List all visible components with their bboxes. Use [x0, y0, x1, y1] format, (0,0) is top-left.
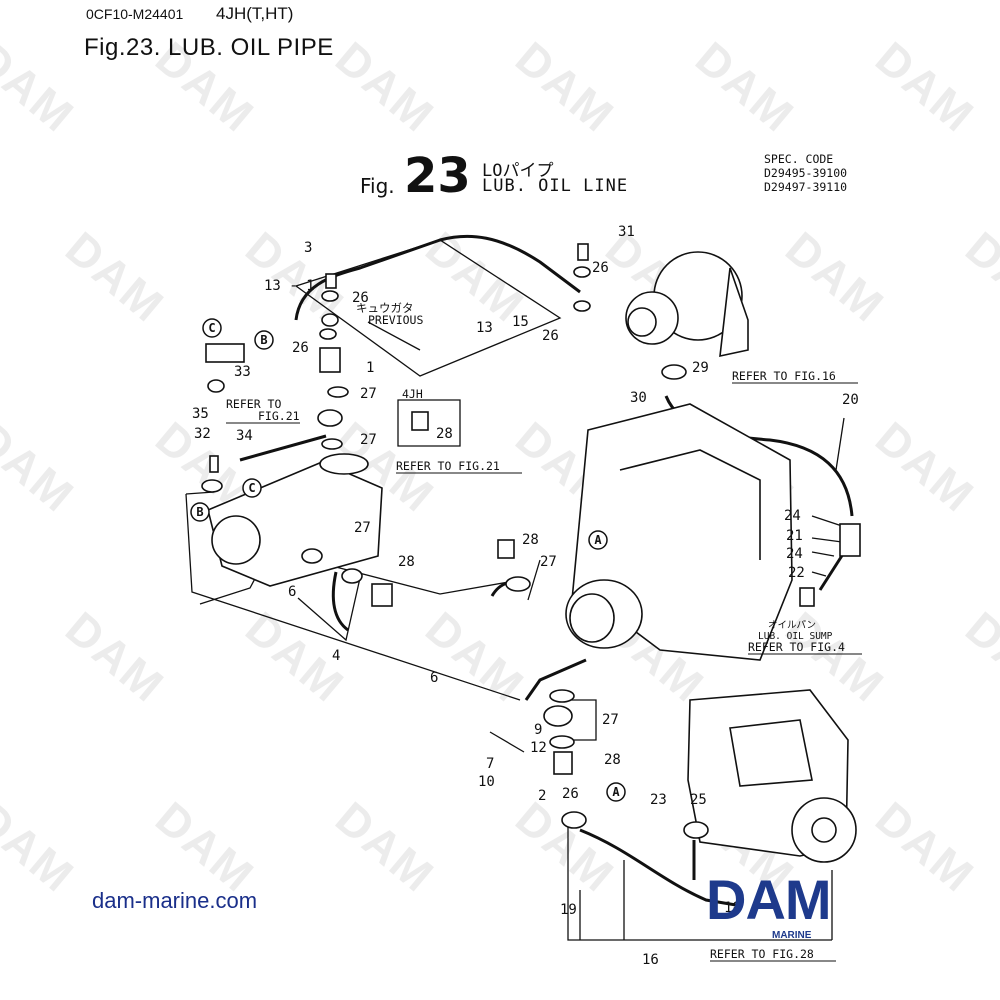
note-lub-oil-sump: LUB. OIL SUMP: [758, 631, 833, 642]
marker-b-bottom: B: [196, 505, 203, 519]
callout-26-a: 26: [352, 290, 369, 306]
callout-15: 15: [512, 314, 529, 330]
spec-code-1: D29495-39100: [764, 166, 848, 180]
callout-7: 7: [486, 756, 494, 772]
callout-32: 32: [194, 426, 211, 442]
note-4jh: 4JH: [402, 387, 423, 401]
callout-16: 16: [642, 952, 659, 968]
note-refer-fig21-bottom: FIG.21: [258, 409, 300, 423]
callout-34: 34: [236, 428, 253, 444]
callout-13-1: 13 - 1: [264, 278, 315, 294]
part-callouts: 3 13 - 1 26 26 1 33 27 27 28 35 32 34 13…: [192, 224, 859, 968]
callout-4: 4: [332, 648, 340, 664]
note-refer-fig28: REFER TO FIG.28: [710, 947, 814, 961]
callout-18: 18: [724, 900, 741, 916]
marker-c-top: C: [208, 321, 215, 335]
figure-title-jp: LOパイプ: [482, 161, 554, 181]
page-title: Fig.23. LUB. OIL PIPE: [84, 34, 334, 61]
callout-23: 23: [650, 792, 667, 808]
callout-9: 9: [534, 722, 542, 738]
note-previous: PREVIOUS: [368, 313, 423, 327]
engine-model: 4JH(T,HT): [216, 4, 294, 23]
callout-24-b: 24: [786, 546, 803, 562]
callout-26-c: 26: [542, 328, 559, 344]
callout-3: 3: [304, 240, 312, 256]
callout-30: 30: [630, 390, 647, 406]
marker-a-top: A: [594, 533, 602, 547]
callout-27-b: 27: [360, 432, 377, 448]
note-refer-fig4: REFER TO FIG.4: [748, 640, 845, 654]
component-shapes: [201, 243, 861, 863]
annotation-underlines: [226, 382, 862, 962]
callout-6-a: 6: [288, 584, 296, 600]
note-oil-pan-jp: オイルパン: [768, 620, 816, 631]
marker-b-top: B: [260, 333, 267, 347]
callout-26-e: 26: [562, 786, 579, 802]
callout-27-d: 27: [540, 554, 557, 570]
marker-a-bottom: A: [612, 785, 620, 799]
callout-29: 29: [692, 360, 709, 376]
marker-letters: C B B C A A: [196, 321, 620, 799]
callout-12: 12: [530, 740, 547, 756]
note-refer-fig21-top: REFER TO: [226, 397, 281, 411]
leader-lines: [185, 239, 849, 941]
figure-number: 23: [404, 148, 471, 204]
callout-35: 35: [192, 406, 209, 422]
note-refer-fig16: REFER TO FIG.16: [732, 369, 836, 383]
callout-1: 1: [366, 360, 374, 376]
callout-25: 25: [690, 792, 707, 808]
callout-6-b: 6: [430, 670, 438, 686]
callout-27-c: 27: [354, 520, 371, 536]
note-refer-fig21-b: REFER TO FIG.21: [396, 459, 500, 473]
figure-title-en: LUB. OIL LINE: [482, 176, 629, 196]
callout-28-c: 28: [522, 532, 539, 548]
document-code: 0CF10-M24401: [86, 6, 184, 22]
logo-main-text: DAM: [706, 868, 832, 931]
callout-20: 20: [842, 392, 859, 408]
spec-code-label: SPEC. CODE: [764, 152, 834, 166]
note-kyugata: キュウガタ: [356, 301, 414, 315]
callout-31: 31: [618, 224, 635, 240]
logo-sub-text: MARINE: [772, 930, 812, 941]
callout-33: 33: [234, 364, 251, 380]
figure-prefix: Fig.: [360, 174, 395, 198]
dam-marine-logo: DAM MARINE: [706, 868, 884, 942]
spec-code-2: D29497-39110: [764, 180, 848, 194]
callout-2: 2: [538, 788, 546, 804]
callout-24-a: 24: [784, 508, 801, 524]
callout-26-d: 26: [592, 260, 609, 276]
annotations: キュウガタ PREVIOUS 4JH REFER TO FIG.16 REFER…: [226, 301, 845, 961]
callout-27-a: 27: [360, 386, 377, 402]
callout-26-b: 26: [292, 340, 309, 356]
callout-10: 10: [478, 774, 495, 790]
callout-13: 13: [476, 320, 493, 336]
callout-27-e: 27: [602, 712, 619, 728]
marker-c-bottom: C: [248, 481, 255, 495]
callout-28-b: 28: [398, 554, 415, 570]
callout-19: 19: [560, 902, 577, 918]
callout-28-d: 28: [604, 752, 621, 768]
callout-21: 21: [786, 528, 803, 544]
callout-22: 22: [788, 565, 805, 581]
marker-circles: [190, 318, 626, 802]
callout-28-a: 28: [436, 426, 453, 442]
site-link[interactable]: dam-marine.com: [92, 888, 258, 913]
